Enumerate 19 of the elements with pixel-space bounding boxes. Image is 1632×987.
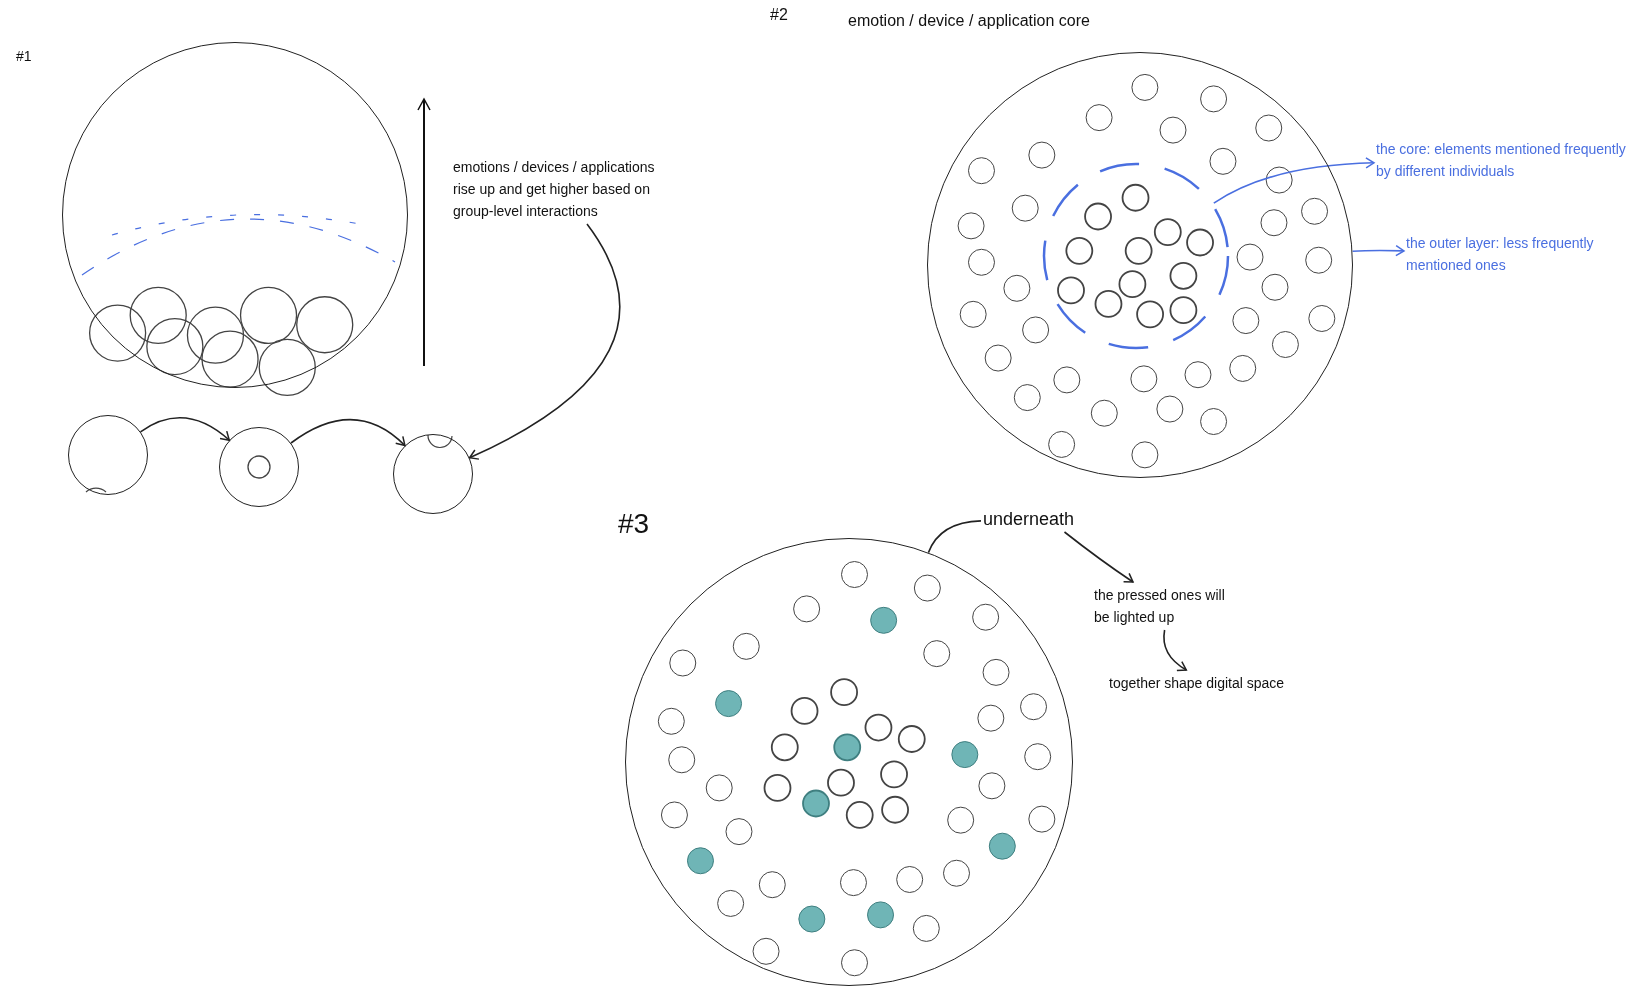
arrow	[1213, 157, 1375, 204]
title: emotion / device / application core	[848, 12, 1090, 30]
dashed-core-ring	[1042, 162, 1230, 350]
annotation-text: emotions / devices / applications rise up and get higher based on group-level interactions	[453, 156, 668, 222]
arrow	[1351, 244, 1405, 257]
leader-line	[927, 520, 982, 554]
annotation-text: the pressed ones will be lighted up	[1094, 584, 1244, 628]
panel-number: #2	[770, 6, 788, 24]
panel-number: #3	[618, 508, 650, 540]
arrow	[290, 418, 406, 447]
arrow	[139, 417, 231, 441]
annotation-text: the core: elements mentioned frequently by different individuals	[1376, 138, 1628, 182]
panel-number: #1	[16, 48, 32, 64]
arrow	[1063, 531, 1134, 583]
annotation-text: the outer layer: less frequently mentioned ones	[1406, 232, 1616, 276]
annotation-text: together shape digital space	[1109, 672, 1309, 694]
arrow	[1163, 629, 1188, 671]
annotation-text: underneath	[983, 508, 1113, 530]
arrow	[468, 223, 621, 460]
